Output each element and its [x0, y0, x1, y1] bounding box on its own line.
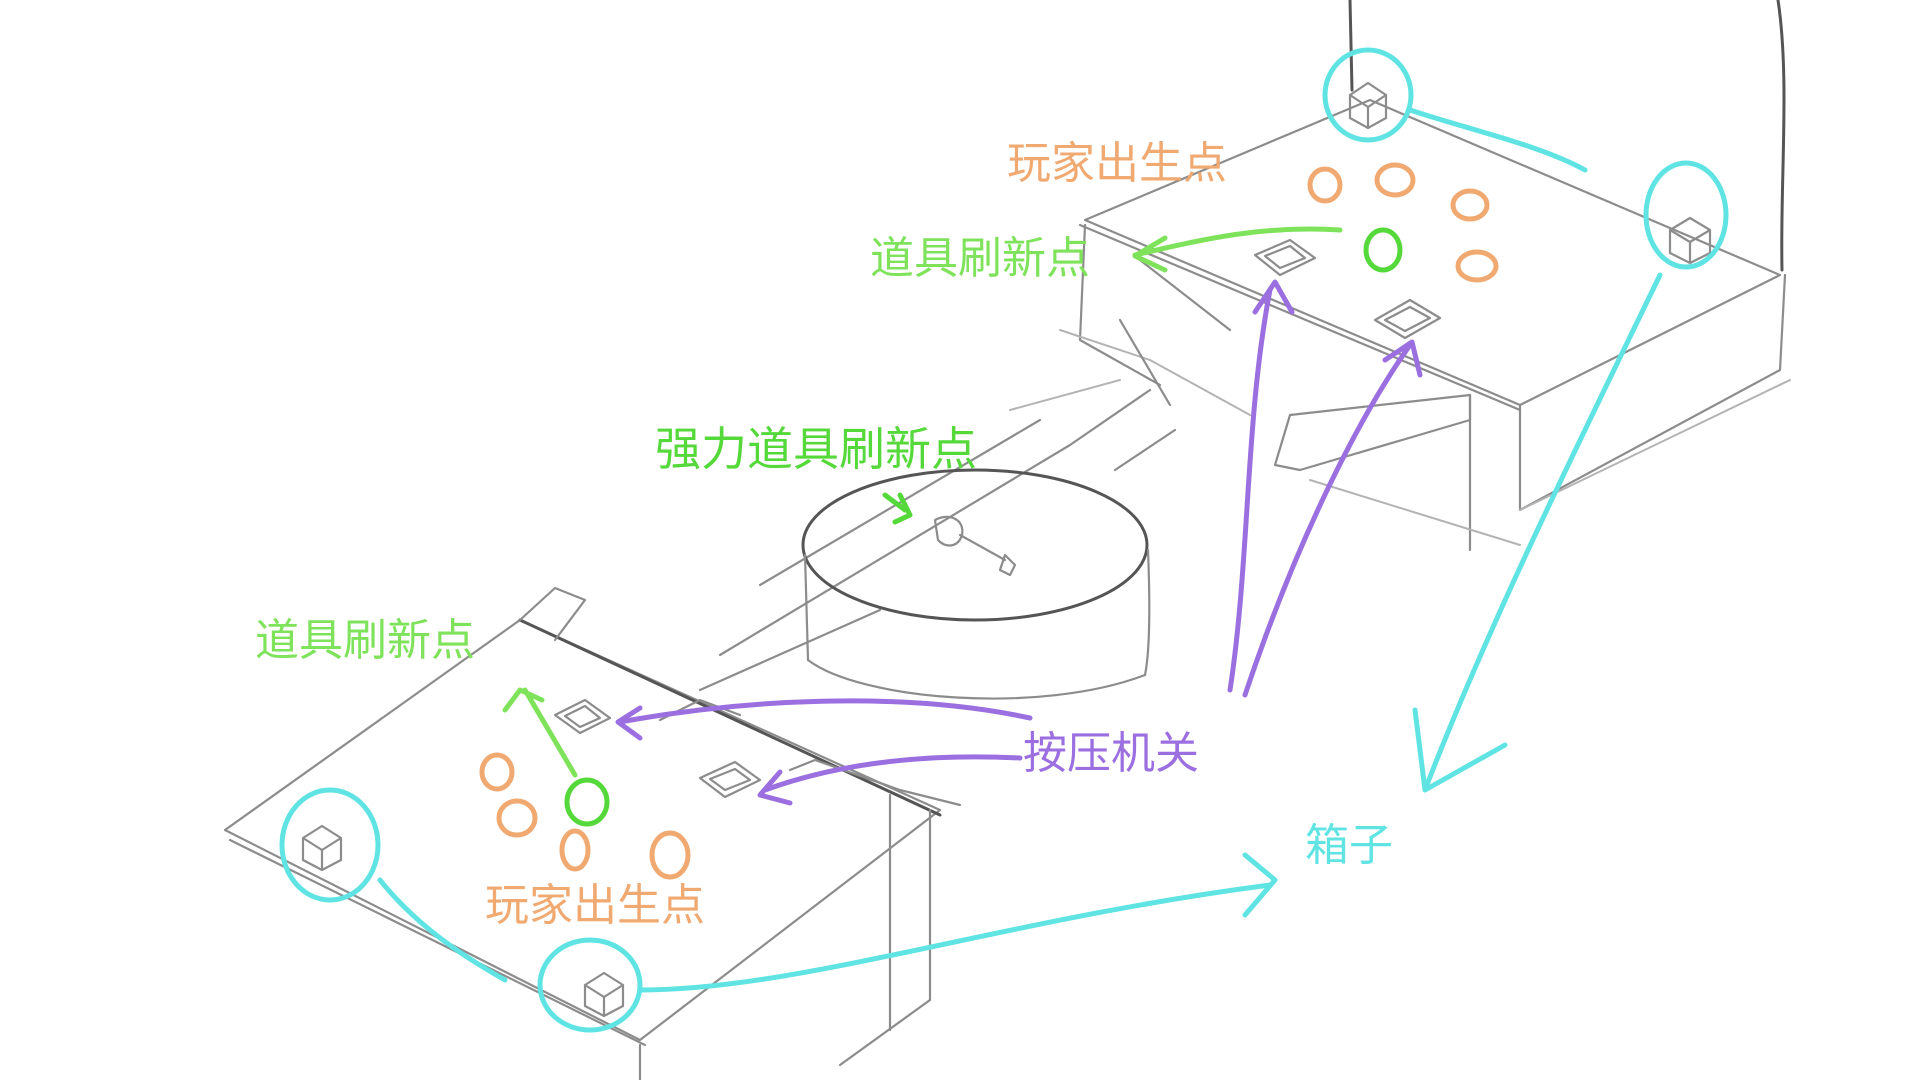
box-arrows: [279, 47, 1729, 1033]
pressure-switch-arrows: [615, 279, 1423, 806]
pressure-plates: [553, 238, 1442, 799]
label-pressure-switch: 按压机关: [1023, 728, 1199, 779]
label-player-spawn-top: 玩家出生点: [1007, 138, 1227, 189]
power-item-icon: [933, 515, 1017, 577]
item-refresh-markers: [502, 226, 1403, 827]
box-icon: [301, 824, 343, 872]
bridge: [698, 379, 1177, 692]
box-icon: [1348, 81, 1388, 130]
top-platform: [1059, 0, 1791, 552]
box-icon: [1668, 216, 1712, 265]
box-icons: [301, 81, 1712, 1018]
center-cylinder: [801, 468, 1151, 700]
label-power-item-refresh: 强力道具刷新点: [655, 422, 977, 476]
label-item-refresh-bottom: 道具刷新点: [255, 615, 475, 666]
label-box: 箱子: [1305, 820, 1393, 871]
label-player-spawn-bottom: 玩家出生点: [485, 880, 705, 931]
player-spawn-markers: [479, 162, 1499, 880]
bottom-platform: [223, 586, 962, 1080]
label-item-refresh-top: 道具刷新点: [870, 233, 1090, 284]
box-icon: [583, 971, 625, 1018]
